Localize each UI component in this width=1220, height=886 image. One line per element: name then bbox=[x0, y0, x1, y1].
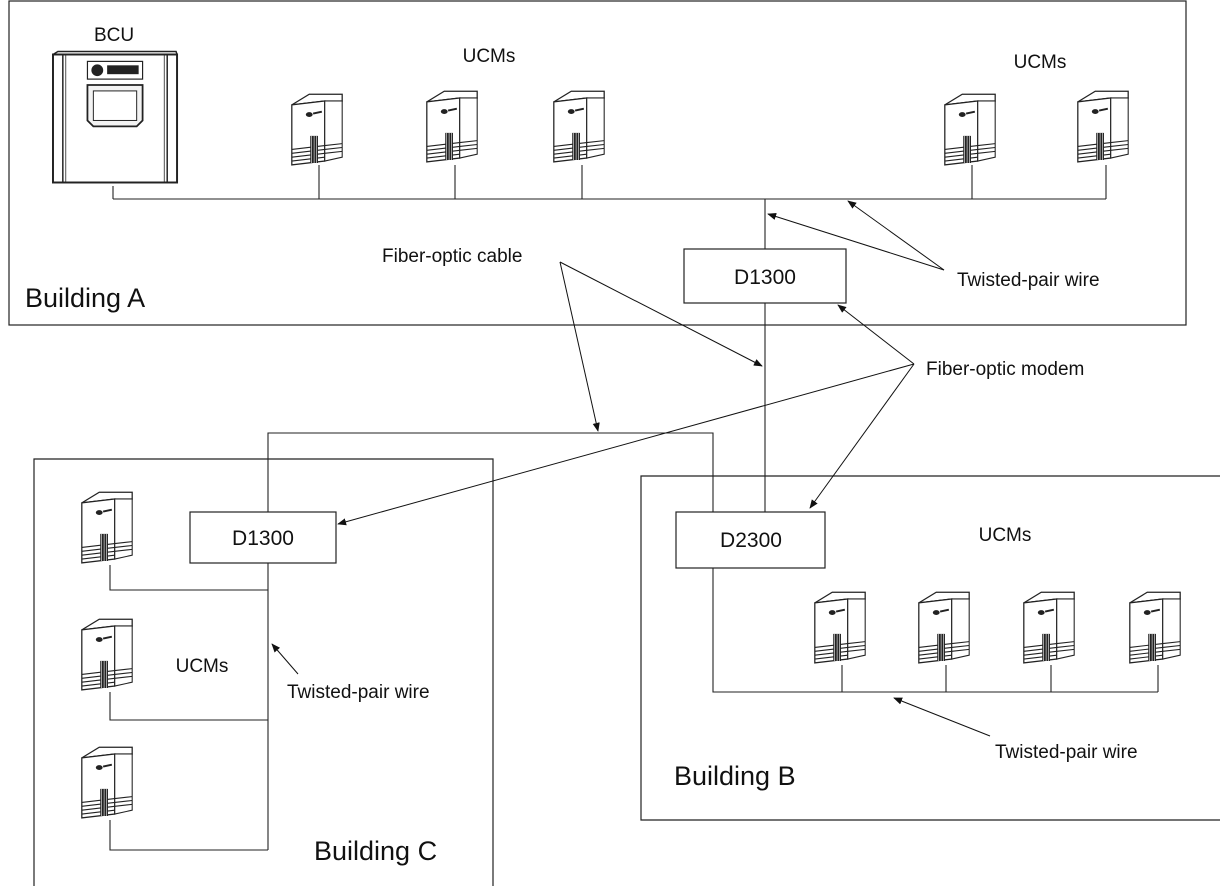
ucms-label-c: UCMs bbox=[176, 656, 229, 677]
ucms-label-a-left: UCMs bbox=[463, 46, 516, 67]
building-c-label: Building C bbox=[314, 836, 437, 866]
ucm-module-icon bbox=[943, 93, 997, 166]
bcu-label: BCU bbox=[94, 25, 134, 46]
modem-d2300-building-b: D2300 bbox=[675, 511, 826, 569]
ucm-module-icon bbox=[1022, 591, 1076, 664]
ucm-module-icon bbox=[917, 591, 971, 664]
ucm-module-icon bbox=[80, 746, 134, 819]
twisted-pair-wire-label-b: Twisted-pair wire bbox=[995, 742, 1138, 763]
ucms-label-b: UCMs bbox=[979, 525, 1032, 546]
modem-d1300-building-c: D1300 bbox=[189, 511, 337, 564]
callout-arrows bbox=[271, 200, 991, 737]
building-b-label: Building B bbox=[674, 761, 796, 791]
bcu-controller-icon bbox=[52, 50, 179, 184]
modem-a-label: D1300 bbox=[734, 266, 796, 289]
building-a-box bbox=[8, 0, 1187, 326]
twisted-pair-wire-label-c: Twisted-pair wire bbox=[287, 682, 430, 703]
building-c-bus bbox=[109, 563, 269, 851]
building-c-box bbox=[33, 458, 494, 886]
building-b-bus bbox=[712, 568, 1159, 693]
building-a-bus bbox=[112, 165, 1107, 249]
modem-c-label: D1300 bbox=[232, 527, 294, 550]
building-a-label: Building A bbox=[25, 283, 145, 313]
ucms-label-a-right: UCMs bbox=[1014, 52, 1067, 73]
ucm-module-icon bbox=[290, 93, 344, 166]
fiber-optic-cable-label: Fiber-optic cable bbox=[382, 246, 522, 267]
ucm-module-icon bbox=[80, 618, 134, 691]
ucm-module-icon bbox=[1128, 591, 1182, 664]
modem-b-label: D2300 bbox=[720, 529, 782, 552]
ucm-group-building-c bbox=[80, 491, 134, 819]
ucm-module-icon bbox=[1076, 90, 1130, 163]
fiber-link-b-c bbox=[267, 432, 714, 512]
ucm-module-icon bbox=[552, 90, 606, 163]
modem-d1300-building-a: D1300 bbox=[683, 248, 847, 304]
ucm-module-icon bbox=[80, 491, 134, 564]
ucm-module-icon bbox=[813, 591, 867, 664]
ucm-module-icon bbox=[425, 90, 479, 163]
twisted-pair-wire-label-a: Twisted-pair wire bbox=[957, 270, 1100, 291]
fiber-optic-modem-label: Fiber-optic modem bbox=[926, 359, 1084, 380]
